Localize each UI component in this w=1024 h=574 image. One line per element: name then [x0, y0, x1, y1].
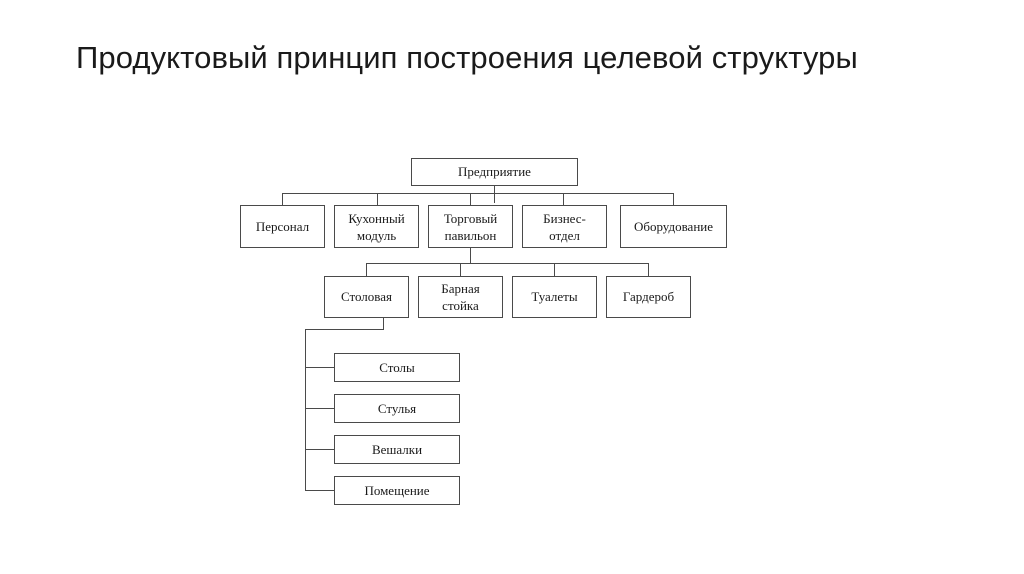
connector-drop-toilets — [554, 263, 555, 276]
connector-branch-tables — [305, 367, 335, 368]
node-toilets: Туалеты — [512, 276, 597, 318]
connector-drop-bar-counter — [460, 263, 461, 276]
node-dining-room: Столовая — [324, 276, 409, 318]
node-personnel: Персонал — [240, 205, 325, 248]
connector-dining-room-elbow — [305, 329, 384, 330]
connector-drop-kitchen-module — [377, 193, 378, 205]
connector-branch-hangers — [305, 449, 335, 450]
node-premises: Помещение — [334, 476, 460, 505]
connector-level2-bus — [282, 193, 673, 194]
node-trade-pavilion: Торговый павильон — [428, 205, 513, 248]
connector-drop-personnel — [282, 193, 283, 205]
node-business-department: Бизнес- отдел — [522, 205, 607, 248]
connector-drop-cloakroom — [648, 263, 649, 276]
connector-branch-chairs — [305, 408, 335, 409]
connector-drop-business-department — [563, 193, 564, 205]
connector-drop-equipment — [673, 193, 674, 205]
connector-root-stem — [494, 186, 495, 203]
connector-drop-trade-pavilion — [470, 193, 471, 205]
node-bar-counter: Барная стойка — [418, 276, 503, 318]
node-equipment: Оборудование — [620, 205, 727, 248]
node-enterprise: Предприятие — [411, 158, 578, 186]
node-tables: Столы — [334, 353, 460, 382]
node-cloakroom: Гардероб — [606, 276, 691, 318]
node-kitchen-module: Кухонный модуль — [334, 205, 419, 248]
page-title: Продуктовый принцип построения целевой с… — [76, 40, 858, 75]
connector-dining-room-stem — [383, 318, 384, 330]
node-hangers: Вешалки — [334, 435, 460, 464]
connector-branch-premises — [305, 490, 335, 491]
connector-level3-bus — [366, 263, 648, 264]
node-chairs: Стулья — [334, 394, 460, 423]
connector-level4-trunk — [305, 329, 306, 491]
connector-drop-dining-room — [366, 263, 367, 276]
connector-trade-pavilion-stem — [470, 248, 471, 264]
